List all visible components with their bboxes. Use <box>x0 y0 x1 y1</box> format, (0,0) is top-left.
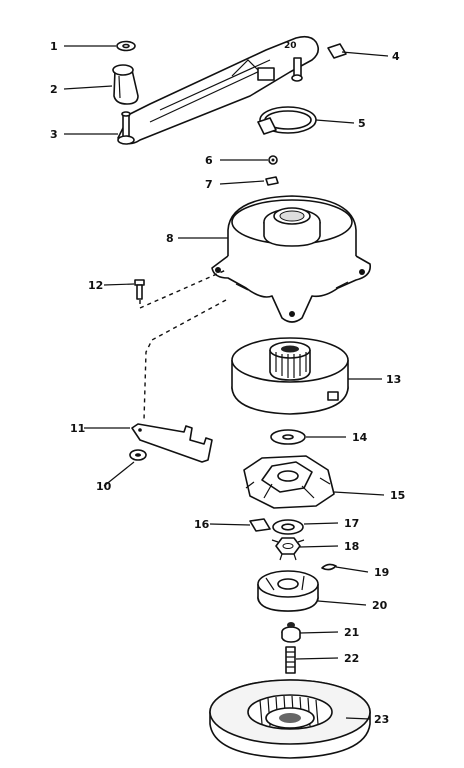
label-1: 1 <box>50 40 58 53</box>
label-21: 21 <box>344 626 359 639</box>
part-nut-21 <box>281 622 301 643</box>
part-screw-12 <box>134 279 145 300</box>
label-15: 15 <box>390 489 405 502</box>
part-shaft-22 <box>285 646 296 674</box>
label-4: 4 <box>392 50 400 63</box>
part-bracket-11 <box>131 423 213 463</box>
label-8: 8 <box>166 232 174 245</box>
label-2: 2 <box>50 83 58 96</box>
part-pin-7 <box>265 176 279 186</box>
part-pulley-13 <box>231 337 349 415</box>
part-cup-20 <box>257 570 319 612</box>
part-clamp-5 <box>257 106 317 135</box>
dashed-guide-lines <box>139 269 227 421</box>
label-17: 17 <box>344 517 359 530</box>
label-6: 6 <box>205 154 213 167</box>
part-washer-14 <box>270 429 306 445</box>
part-labels: 1 2 3 4 5 6 7 8 10 11 12 13 14 15 16 17 … <box>50 40 405 726</box>
label-13: 13 <box>386 373 401 386</box>
label-3: 3 <box>50 128 58 141</box>
part-ratchet-15 <box>243 455 335 509</box>
svg-text:20: 20 <box>284 41 297 51</box>
label-18: 18 <box>344 540 359 553</box>
part-spring-19 <box>321 563 337 571</box>
label-5: 5 <box>358 117 366 130</box>
part-lever-arm: 20 <box>117 35 320 145</box>
part-washer-17 <box>272 519 304 535</box>
part-retainer-18 <box>271 537 305 561</box>
part-knob-2 <box>112 64 139 105</box>
leader-lines <box>63 45 389 720</box>
label-12: 12 <box>88 279 103 292</box>
label-10: 10 <box>96 480 112 493</box>
part-base-23 <box>209 679 371 759</box>
label-23: 23 <box>374 713 389 726</box>
part-housing-8 <box>211 195 372 323</box>
label-20: 20 <box>372 599 388 612</box>
label-11: 11 <box>70 422 85 435</box>
part-nut-6 <box>268 155 278 165</box>
label-19: 19 <box>374 566 389 579</box>
part-clip-4 <box>327 43 347 59</box>
label-14: 14 <box>352 431 368 444</box>
part-clip-16 <box>249 518 271 532</box>
label-22: 22 <box>344 652 359 665</box>
label-16: 16 <box>194 518 210 531</box>
part-washer-10 <box>129 449 147 461</box>
part-pin-3 <box>117 111 135 145</box>
label-7: 7 <box>205 178 213 191</box>
part-washer-1 <box>116 40 136 52</box>
